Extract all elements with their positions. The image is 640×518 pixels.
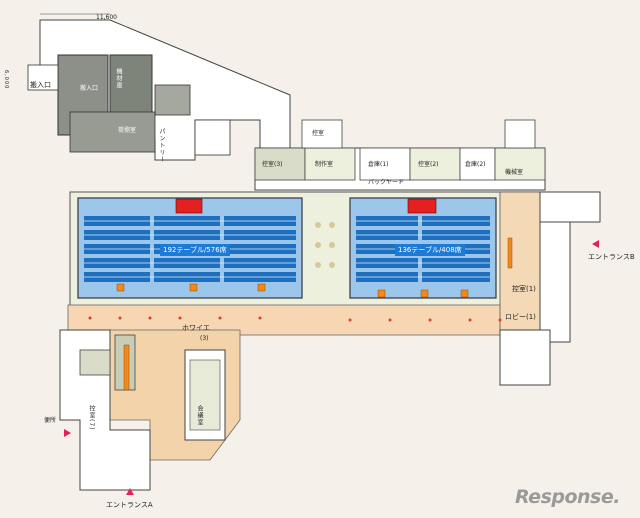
machine-label: 機械室 bbox=[505, 169, 524, 176]
dimension-left: 6,000 bbox=[3, 70, 9, 90]
left-hall-stage bbox=[175, 198, 203, 214]
north-wing bbox=[27, 13, 291, 161]
room-b-label: 会議室 bbox=[196, 405, 203, 426]
right-hall-stage bbox=[407, 198, 437, 214]
waiting2-label: 控室(2) bbox=[418, 161, 439, 168]
lobby1-label: ロビー(1) bbox=[505, 313, 536, 321]
foyer-dots bbox=[88, 316, 502, 322]
left-hall-caption: 192テーブル/576席 bbox=[160, 244, 230, 256]
east-block bbox=[499, 191, 601, 386]
right-hall-caption: 136テーブル/408席 bbox=[395, 244, 465, 256]
pantry-label: パントリー bbox=[158, 128, 165, 163]
entrance-b-label: エントランスB bbox=[588, 253, 635, 261]
west-entry-arrow bbox=[64, 429, 71, 437]
storage-top-label: 機材庫 bbox=[115, 68, 122, 89]
entrance-a-arrow bbox=[126, 488, 134, 495]
storage2-label: 倉庫(2) bbox=[465, 161, 486, 168]
back-rooms bbox=[254, 119, 546, 191]
dimension-top: 11,600 bbox=[96, 14, 117, 21]
center-pillars bbox=[315, 222, 335, 268]
storage1-label: 倉庫(1) bbox=[368, 161, 389, 168]
back-corridor-label: バックヤード bbox=[368, 179, 405, 186]
west-lower bbox=[59, 329, 226, 491]
entrance-a-label: エントランスA bbox=[106, 501, 153, 509]
response-watermark: Response. bbox=[515, 486, 620, 508]
waiting-upper-label: 控室 bbox=[312, 130, 325, 137]
carry-in-label: 搬入口 bbox=[30, 81, 51, 89]
baggage-room bbox=[69, 111, 156, 153]
waiting-lower-label: 控室(7) bbox=[88, 405, 95, 431]
baggage-label: 荷捌室 bbox=[118, 127, 137, 134]
orange-markers bbox=[116, 237, 513, 391]
west-toilet-label: 便所 bbox=[44, 417, 57, 424]
waiting3-label: 控室(3) bbox=[262, 161, 283, 168]
foyer-label: ホワイエ bbox=[182, 324, 210, 332]
entrance-b-arrow bbox=[592, 240, 599, 248]
production-label: 制作室 bbox=[315, 161, 334, 168]
waiting1-label: 控室(1) bbox=[512, 285, 536, 293]
carry-in-inner-label: 搬入口 bbox=[80, 85, 99, 92]
foyer-number: (3) bbox=[200, 335, 209, 342]
